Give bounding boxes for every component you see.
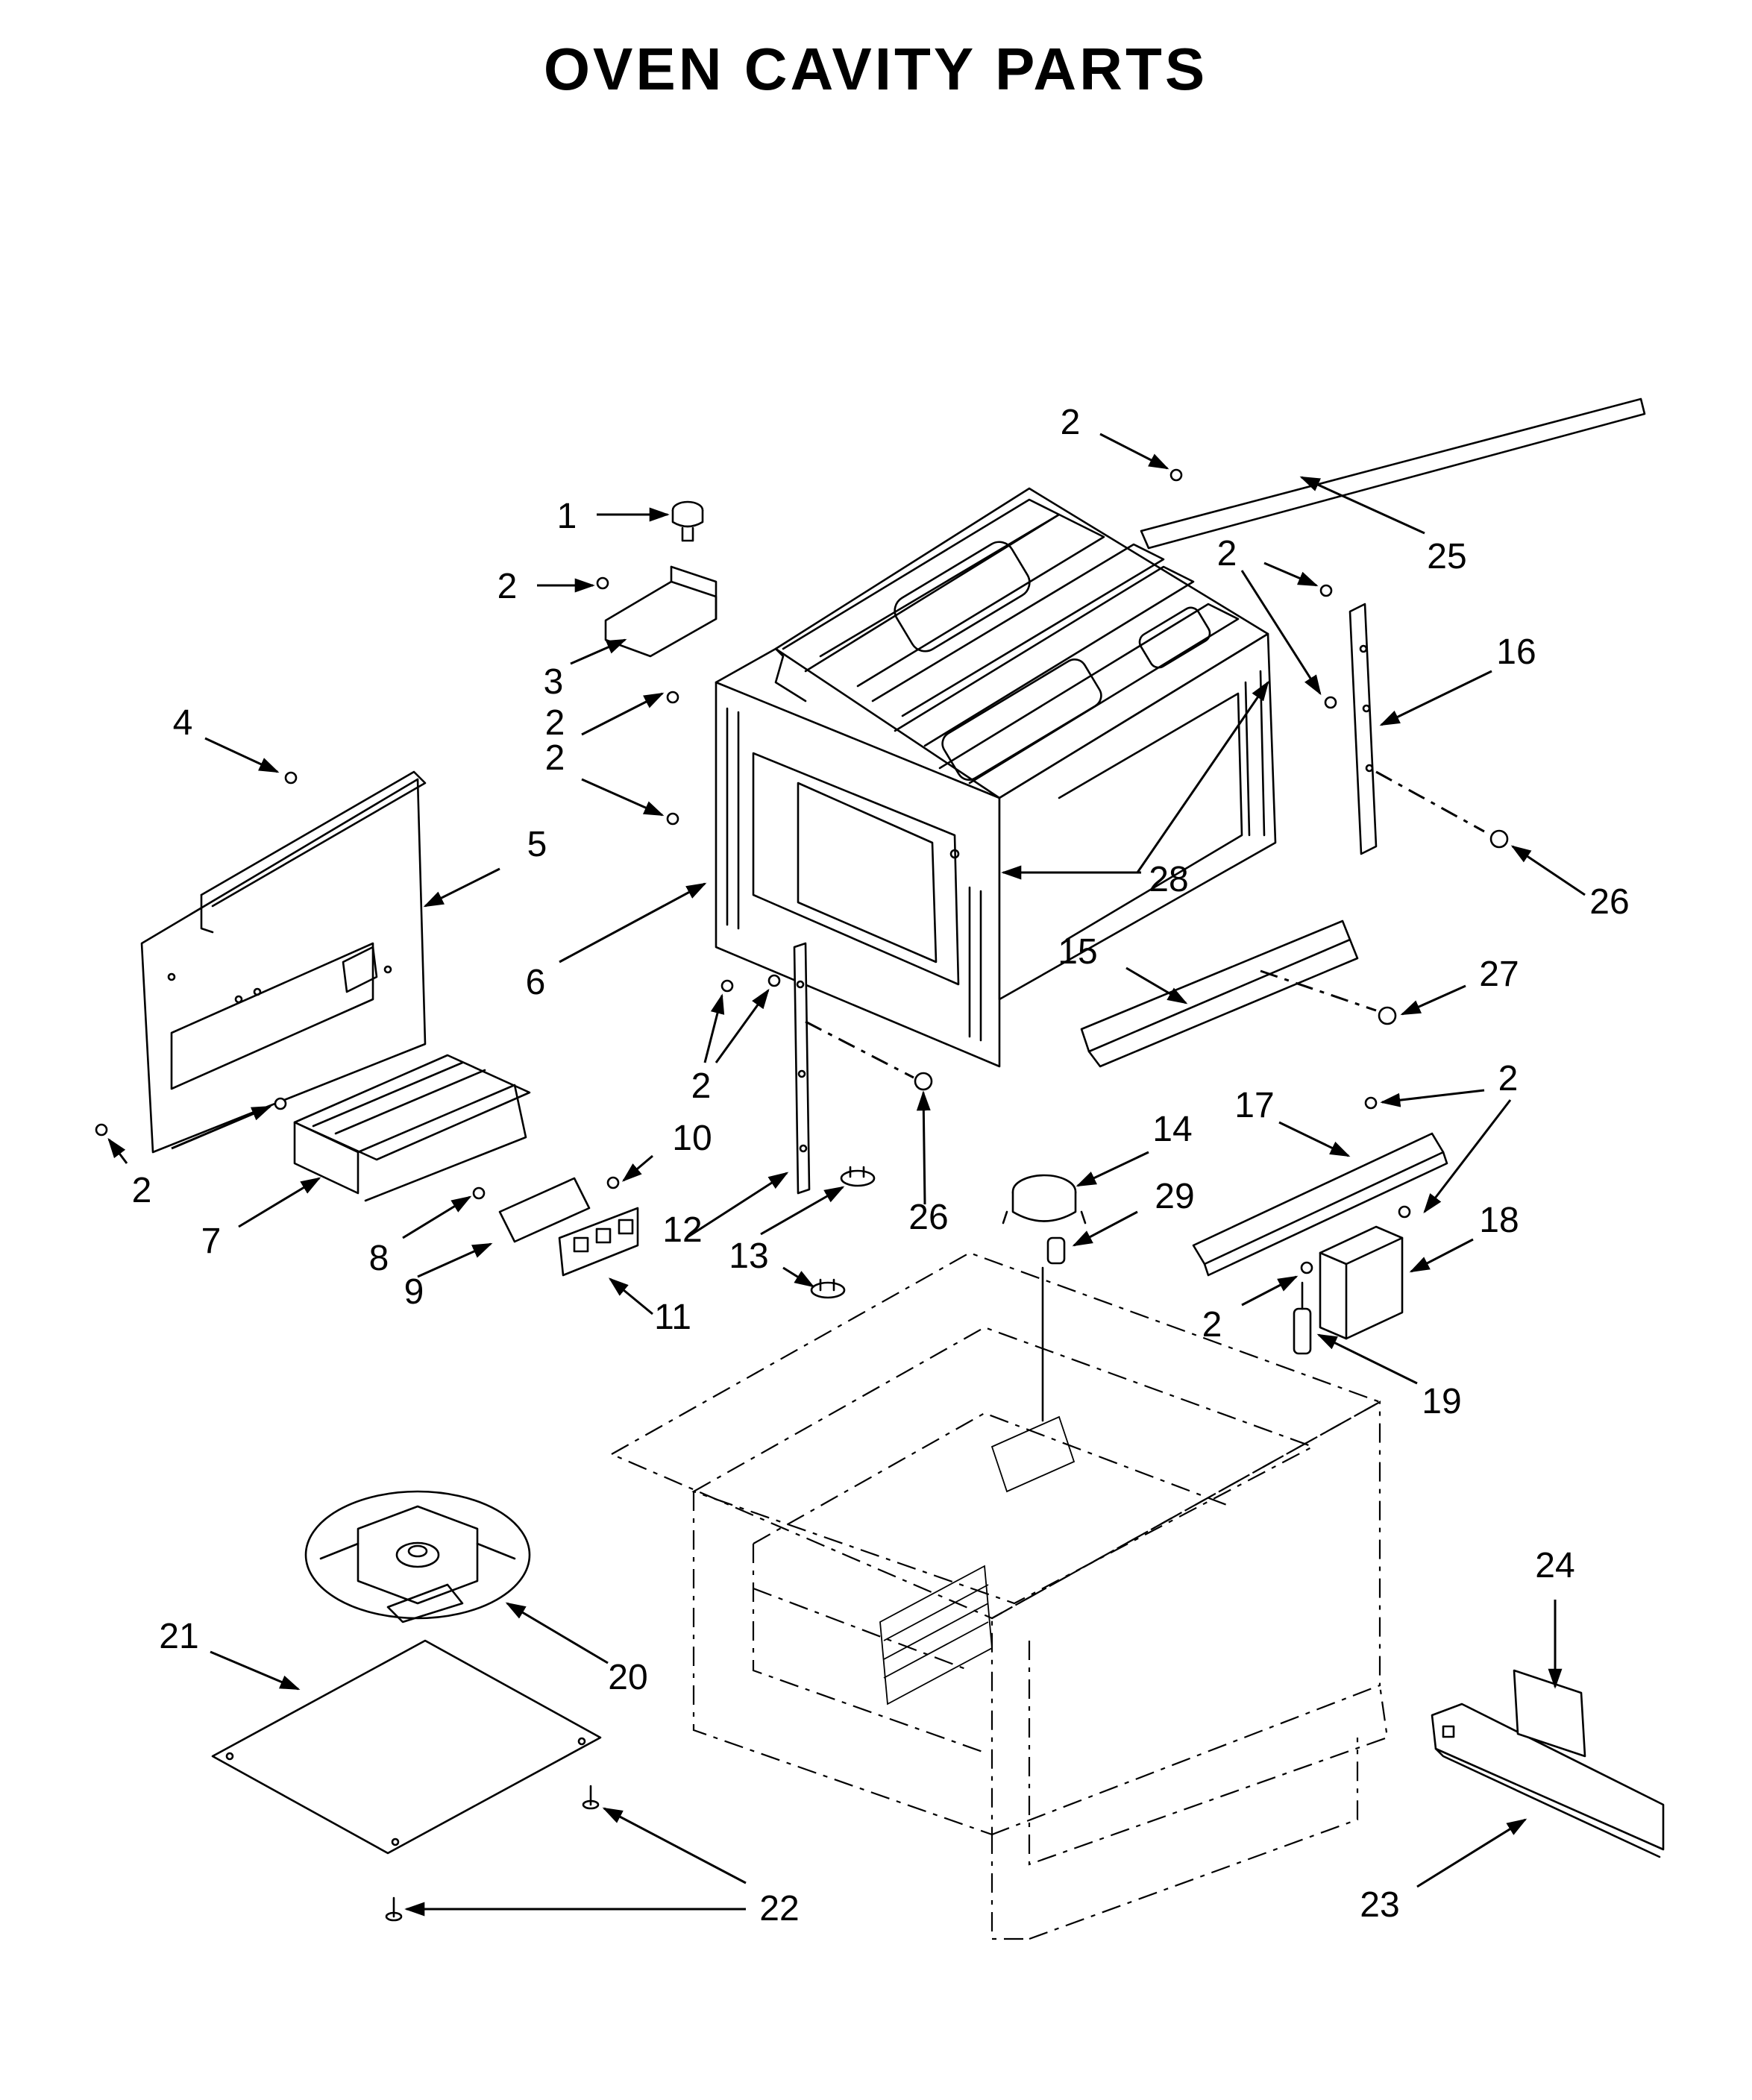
part-top-strip: [1140, 397, 1646, 550]
callout-2: 2: [1061, 403, 1081, 442]
callout-22: 22: [759, 1889, 799, 1928]
callout-7: 7: [201, 1222, 222, 1261]
callout-18: 18: [1479, 1201, 1519, 1240]
callout-23: 23: [1360, 1885, 1399, 1925]
part-front-trim: [1431, 1703, 1665, 1858]
callout-28: 28: [1149, 860, 1188, 899]
callout-2: 2: [132, 1171, 152, 1210]
part-coupler: [1046, 1236, 1066, 1265]
callout-14: 14: [1152, 1110, 1192, 1149]
part-control-bracket: [498, 1177, 591, 1243]
callout-29: 29: [1155, 1177, 1194, 1216]
callout-2: 2: [1202, 1305, 1222, 1345]
callout-20: 20: [608, 1658, 647, 1697]
callout-27: 27: [1479, 955, 1519, 994]
part-duct: [293, 1054, 531, 1202]
part-chassis-context: [609, 1251, 1389, 1940]
callout-9: 9: [404, 1272, 424, 1312]
callout-1: 1: [557, 497, 577, 536]
callout-25: 25: [1427, 537, 1466, 576]
callout-21: 21: [159, 1617, 198, 1656]
part-thermostat-lower: [810, 1278, 846, 1299]
callout-3: 3: [544, 662, 564, 702]
screw-icon-group: [95, 468, 1509, 1274]
callout-8: 8: [369, 1239, 389, 1278]
callout-5: 5: [527, 825, 547, 864]
callout-24: 24: [1535, 1546, 1574, 1585]
part-bracket: [604, 565, 718, 658]
part-thermostat-upper: [840, 1166, 876, 1187]
callout-12: 12: [662, 1210, 702, 1250]
callout-2: 2: [497, 567, 518, 606]
callout-2: 2: [1498, 1059, 1519, 1098]
callout-2: 2: [545, 703, 565, 743]
callout-labels: 1 2 3 4 2 2 5 6 2 2 7 8 9 10 11 12 13 13…: [132, 403, 1630, 1928]
callout-15: 15: [1058, 932, 1097, 972]
part-knob: [671, 500, 704, 542]
callout-13: 13: [729, 1236, 768, 1276]
part-foot-left: [385, 1896, 403, 1922]
part-rear-panel: [140, 770, 427, 1154]
callout-2: 2: [1217, 534, 1237, 573]
part-channel: [1192, 1132, 1448, 1277]
part-sensor: [1293, 1281, 1312, 1355]
callout-2: 2: [545, 738, 565, 778]
callout-19: 19: [1422, 1382, 1461, 1421]
callout-6: 6: [526, 963, 546, 1002]
callout-10: 10: [672, 1119, 712, 1158]
leader-lines: [107, 433, 1586, 1917]
part-motor: [1002, 1174, 1087, 1225]
part-vertical-strip: [793, 942, 811, 1195]
part-foot-right: [582, 1785, 600, 1810]
callout-4: 4: [173, 703, 193, 743]
part-angle: [1080, 919, 1359, 1068]
part-oven-cavity-wrapper: [715, 487, 1277, 1068]
callout-17: 17: [1234, 1086, 1274, 1125]
callout-2: 2: [691, 1066, 712, 1106]
callout-26: 26: [1589, 882, 1629, 922]
part-turntable: [304, 1490, 531, 1623]
part-vertical-channel: [1348, 603, 1378, 855]
callout-16: 16: [1496, 632, 1536, 672]
callout-26: 26: [908, 1198, 948, 1237]
part-box-bracket: [1319, 1225, 1404, 1340]
part-bottom-plate: [211, 1639, 602, 1855]
diagram-title: OVEN CAVITY PARTS: [544, 36, 1208, 102]
part-control-box: [558, 1207, 639, 1277]
callout-11: 11: [654, 1298, 691, 1337]
